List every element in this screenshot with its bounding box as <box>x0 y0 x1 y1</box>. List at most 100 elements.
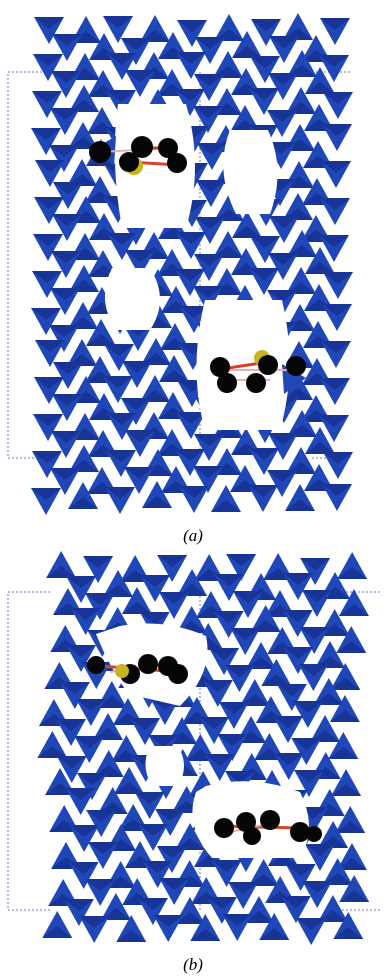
tetrahedron-shade <box>75 699 106 711</box>
tetrahedron-shade <box>197 143 227 155</box>
tetrahedron <box>209 648 240 675</box>
tetrahedron <box>70 608 101 635</box>
tetrahedron <box>249 448 279 475</box>
tetrahedron-shade <box>86 334 116 346</box>
tetrahedron <box>121 587 152 614</box>
tetrahedron-shade <box>320 18 350 30</box>
tetrahedron-shade <box>230 628 261 640</box>
tetrahedron <box>319 55 349 82</box>
tetrahedron <box>232 591 263 618</box>
tetrahedron-shade <box>106 90 136 102</box>
tetrahedron <box>86 319 116 346</box>
tetrahedron-shade <box>302 881 333 893</box>
panel-a-structure <box>7 13 353 515</box>
tetrahedron <box>239 679 270 706</box>
tetrahedron-shade <box>267 854 298 866</box>
tetrahedron <box>68 862 99 889</box>
tetrahedron <box>68 122 98 149</box>
tetrahedron-shade <box>305 82 335 94</box>
tetrahedron <box>34 17 64 44</box>
tetrahedron-shade <box>37 746 68 758</box>
tetrahedron-shade <box>137 898 168 910</box>
tetrahedron <box>141 338 171 365</box>
tetrahedron-shade <box>156 846 187 858</box>
tetrahedron-shade <box>232 591 263 603</box>
guest-molecule-lower <box>210 350 306 394</box>
tetrahedron-shade <box>285 499 315 511</box>
tetrahedron <box>52 34 82 61</box>
tetrahedron-shade <box>52 34 82 46</box>
tetrahedron-shade <box>65 788 96 800</box>
tetrahedron <box>138 824 169 851</box>
tetrahedron-shade <box>285 864 316 876</box>
tetrahedron <box>283 193 313 220</box>
tetrahedron <box>121 38 151 65</box>
tetrahedron-shade <box>175 269 205 281</box>
tetrahedron <box>292 701 323 728</box>
tetrahedron <box>322 858 353 885</box>
tetrahedron <box>177 20 207 47</box>
tetrahedron <box>338 589 369 616</box>
tetrahedron <box>321 341 351 368</box>
tetrahedron-shade <box>157 555 188 567</box>
tetrahedron-shade <box>225 771 256 783</box>
tetrahedron-shade <box>291 738 322 750</box>
tetrahedron-shade <box>179 486 209 498</box>
tetrahedron-shade <box>218 702 249 714</box>
tetrahedron-shade <box>251 19 281 31</box>
atom <box>214 818 234 838</box>
guest-molecule-upper-b <box>87 654 188 684</box>
tetrahedron <box>125 250 155 277</box>
tetrahedron <box>74 736 105 763</box>
panel-a-framework-drawing <box>7 13 353 515</box>
pore-upper-left <box>114 104 195 228</box>
tetrahedron-shade <box>114 782 145 794</box>
tetrahedron-shade <box>320 378 350 390</box>
tetrahedron-shade <box>33 234 63 246</box>
tetrahedron-shade <box>267 470 297 482</box>
tetrahedron-shade <box>159 878 190 890</box>
tetrahedron-shade <box>319 235 349 247</box>
tetrahedron <box>46 551 77 578</box>
tetrahedron <box>301 590 332 617</box>
atom <box>306 826 322 842</box>
tetrahedron-shade <box>268 73 298 85</box>
tetrahedron <box>194 254 224 281</box>
tetrahedron <box>268 433 298 460</box>
tetrahedron-shade <box>338 604 369 616</box>
tetrahedron <box>329 695 360 722</box>
tetrahedron-shade <box>283 647 314 659</box>
tetrahedron <box>285 864 316 891</box>
tetrahedron-shade <box>96 696 127 708</box>
tetrahedron <box>159 355 189 382</box>
tetrahedron-shade <box>158 592 189 604</box>
tetrahedron <box>140 15 170 42</box>
atom <box>217 373 237 393</box>
tetrahedron-shade <box>339 890 370 902</box>
tetrahedron <box>228 882 259 909</box>
tetrahedron-shade <box>243 911 274 923</box>
tetrahedron-shade <box>56 719 87 731</box>
tetrahedron-shade <box>194 74 224 86</box>
tetrahedron <box>294 770 325 797</box>
tetrahedron <box>177 569 208 596</box>
tetrahedron <box>107 413 137 440</box>
tetrahedron <box>194 74 224 101</box>
tetrahedron <box>50 108 80 135</box>
tetrahedron-shade <box>121 38 151 50</box>
tetrahedron-shade <box>301 590 332 602</box>
tetrahedron <box>321 161 351 188</box>
tetrahedron-shade <box>319 415 349 427</box>
tetrahedron <box>69 825 100 852</box>
tetrahedron <box>243 896 274 923</box>
pore-center <box>145 746 184 786</box>
tetrahedron-shade <box>176 412 206 424</box>
tetrahedron-shade <box>296 918 327 930</box>
tetrahedron <box>283 13 313 40</box>
tetrahedron <box>33 234 63 261</box>
tetrahedron-shade <box>107 233 137 245</box>
tetrahedron-shade <box>269 216 299 228</box>
tetrahedron-shade <box>222 914 253 926</box>
tetrahedron-shade <box>142 496 172 508</box>
tetrahedron-shade <box>328 747 359 759</box>
